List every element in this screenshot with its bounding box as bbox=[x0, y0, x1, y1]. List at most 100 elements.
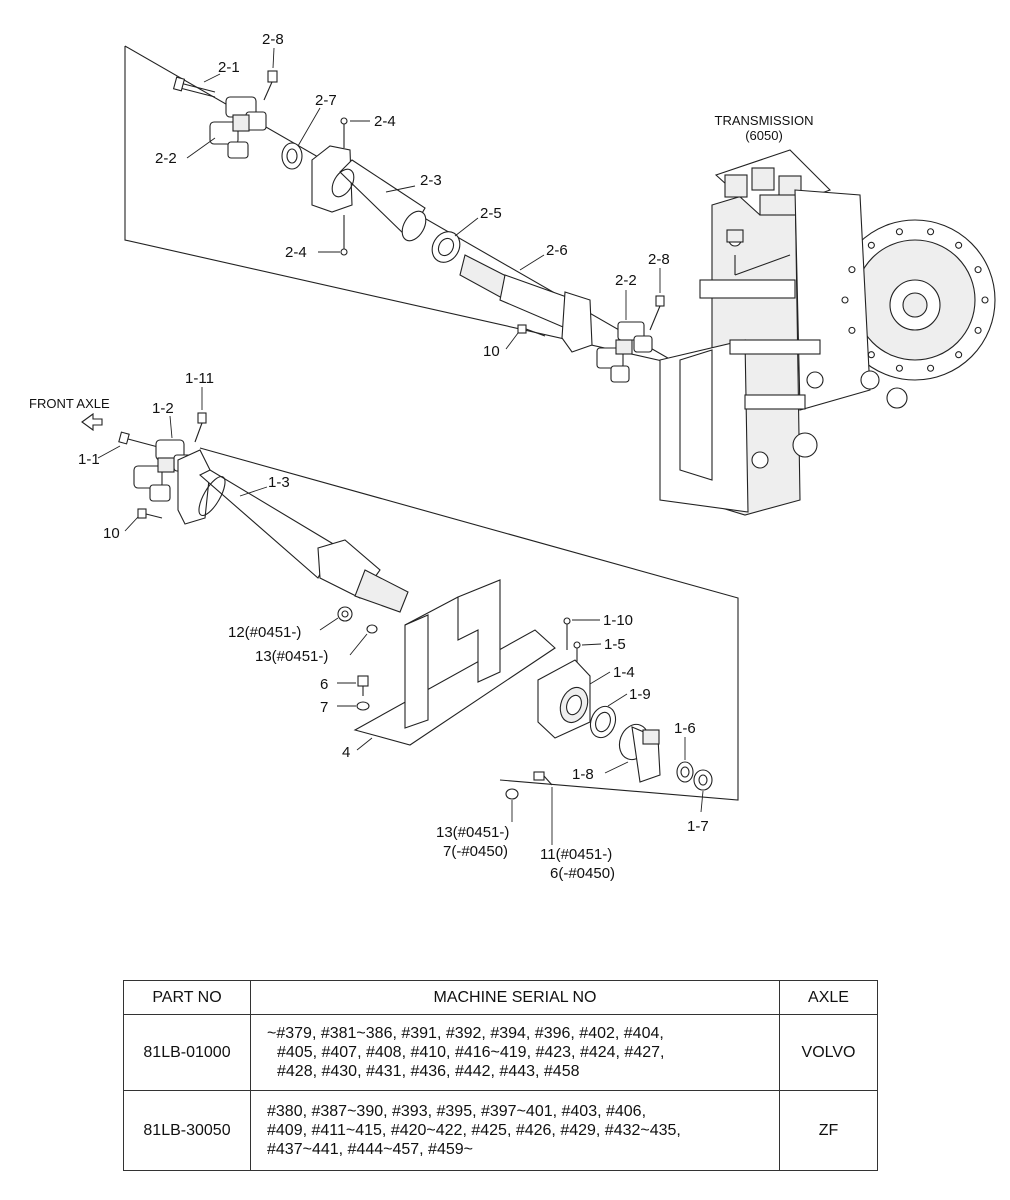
serial-line: #428, #430, #431, #436, #442, #443, #458 bbox=[277, 1063, 580, 1080]
serial-line: #405, #407, #408, #410, #416~419, #423, … bbox=[277, 1044, 665, 1061]
part-13-washer-bottom bbox=[505, 788, 519, 800]
label-10-lower: 10 bbox=[103, 525, 120, 542]
part-1-3-main-shaft bbox=[177, 449, 409, 613]
cover-bolt bbox=[981, 296, 989, 304]
label-13-top: 13(#0451-) bbox=[255, 648, 328, 665]
serial-number-table: PART NO MACHINE SERIAL NO AXLE 81LB-0100… bbox=[123, 980, 878, 1171]
part-1-1-bolt bbox=[118, 431, 159, 448]
part-1-6-washer bbox=[676, 761, 694, 783]
cell-part-no: 81LB-01000 bbox=[123, 1014, 251, 1091]
label-6-bottom: 6(-#0450) bbox=[550, 865, 615, 882]
label-2-2-left: 2-2 bbox=[155, 150, 177, 167]
label-4: 4 bbox=[342, 744, 350, 761]
part-2-5-sleeve bbox=[431, 231, 461, 263]
part-4-bracket bbox=[353, 579, 556, 746]
part-2-4-fitting-top bbox=[340, 117, 348, 148]
parts-diagram: TRANSMISSION (6050) bbox=[29, 31, 996, 882]
label-2-4-top: 2-4 bbox=[374, 113, 396, 130]
label-2-6: 2-6 bbox=[546, 242, 568, 259]
cell-serials: ~#379, #381~386, #391, #392, #394, #396,… bbox=[250, 1014, 780, 1091]
part-1-8-flange bbox=[618, 723, 661, 783]
part-1-4-bearing-housing bbox=[537, 659, 591, 739]
label-1-9: 1-9 bbox=[629, 686, 651, 703]
cover-bolt bbox=[974, 266, 982, 274]
table-row: 81LB-30050 #380, #387~390, #393, #395, #… bbox=[123, 1090, 878, 1171]
cell-serials: #380, #387~390, #393, #395, #397~401, #4… bbox=[250, 1090, 780, 1171]
part-6-bolt bbox=[357, 675, 369, 696]
cover-bolt bbox=[955, 351, 963, 359]
label-2-8-right: 2-8 bbox=[648, 251, 670, 268]
label-2-3: 2-3 bbox=[420, 172, 442, 189]
part-10-bolt-upper bbox=[517, 324, 546, 337]
label-2-5: 2-5 bbox=[480, 205, 502, 222]
part-1-7-nut bbox=[693, 769, 713, 791]
cover-bolt bbox=[955, 241, 963, 249]
cover-bolt bbox=[848, 326, 856, 334]
part-7-washer bbox=[356, 701, 370, 711]
transmission-housing bbox=[659, 149, 996, 516]
table-header-row: PART NO MACHINE SERIAL NO AXLE bbox=[123, 980, 878, 1015]
cell-axle: ZF bbox=[779, 1090, 878, 1171]
part-2-1-bolt bbox=[172, 76, 216, 98]
label-1-5: 1-5 bbox=[604, 636, 626, 653]
label-11: 11(#0451-) bbox=[540, 846, 612, 863]
label-1-3: 1-3 bbox=[268, 474, 290, 491]
label-12: 12(#0451-) bbox=[228, 624, 301, 641]
cover-bolt bbox=[841, 296, 849, 304]
serial-line: #437~441, #444~457, #459~ bbox=[267, 1141, 473, 1158]
serial-line: #409, #411~415, #420~422, #425, #426, #4… bbox=[267, 1122, 681, 1139]
label-2-8-top: 2-8 bbox=[262, 31, 284, 48]
transmission-code-label: (6050) bbox=[745, 128, 783, 143]
part-11-bolt bbox=[533, 771, 553, 786]
front-axle-arrow-icon bbox=[81, 412, 103, 432]
part-2-6-slip-yoke-shaft bbox=[459, 254, 593, 353]
cell-axle: VOLVO bbox=[779, 1014, 878, 1091]
header-part-no: PART NO bbox=[123, 980, 251, 1015]
part-2-2-universal-joint-right bbox=[596, 321, 653, 383]
label-1-8: 1-8 bbox=[572, 766, 594, 783]
label-1-1: 1-1 bbox=[78, 451, 100, 468]
label-1-6: 1-6 bbox=[674, 720, 696, 737]
label-10-upper: 10 bbox=[483, 343, 500, 360]
cover-bolt bbox=[895, 228, 903, 236]
label-1-10: 1-10 bbox=[603, 612, 633, 629]
cover-bolts bbox=[841, 228, 989, 372]
label-1-7: 1-7 bbox=[687, 818, 709, 835]
label-6: 6 bbox=[320, 676, 328, 693]
part-1-11-grease-fitting bbox=[194, 412, 207, 443]
serial-line: #380, #387~390, #393, #395, #397~401, #4… bbox=[267, 1103, 647, 1120]
part-2-8-grease-fitting bbox=[263, 70, 278, 101]
cover-bolt bbox=[974, 326, 982, 334]
cell-part-no: 81LB-30050 bbox=[123, 1090, 251, 1171]
header-machine-serial-no: MACHINE SERIAL NO bbox=[250, 980, 780, 1015]
part-2-2-universal-joint-left bbox=[209, 96, 267, 159]
label-13-bottom: 13(#0451-) bbox=[436, 824, 509, 841]
label-2-7: 2-7 bbox=[315, 92, 337, 109]
cover-bolt bbox=[895, 364, 903, 372]
serial-line: ~#379, #381~386, #391, #392, #394, #396,… bbox=[267, 1025, 664, 1042]
cover-bolt bbox=[867, 241, 875, 249]
part-13-washer-top bbox=[366, 624, 378, 634]
cover-bolt bbox=[927, 364, 935, 372]
label-7: 7 bbox=[320, 699, 328, 716]
part-1-9-seal bbox=[589, 705, 617, 739]
front-axle-label: FRONT AXLE bbox=[29, 396, 110, 411]
part-2-8-grease-fitting-right bbox=[649, 295, 665, 331]
label-2-2-right: 2-2 bbox=[615, 272, 637, 289]
label-2-1: 2-1 bbox=[218, 59, 240, 76]
part-12-nut bbox=[337, 606, 353, 622]
part-10-bolt-lower bbox=[137, 508, 163, 519]
transmission-label: TRANSMISSION bbox=[715, 113, 814, 128]
lower-assembly-frame bbox=[199, 447, 739, 801]
table-row: 81LB-01000 ~#379, #381~386, #391, #392, … bbox=[123, 1014, 878, 1091]
part-2-4-fitting-bottom bbox=[340, 215, 348, 256]
label-2-4-bottom: 2-4 bbox=[285, 244, 307, 261]
cover-bolt bbox=[848, 266, 856, 274]
part-2-3-shaft-tube bbox=[311, 145, 427, 242]
label-1-2: 1-2 bbox=[152, 400, 174, 417]
header-axle: AXLE bbox=[779, 980, 878, 1015]
cover-bolt bbox=[867, 351, 875, 359]
cover-bolt bbox=[927, 228, 935, 236]
part-2-7-ring bbox=[281, 142, 303, 170]
label-7-bottom: 7(-#0450) bbox=[443, 843, 508, 860]
